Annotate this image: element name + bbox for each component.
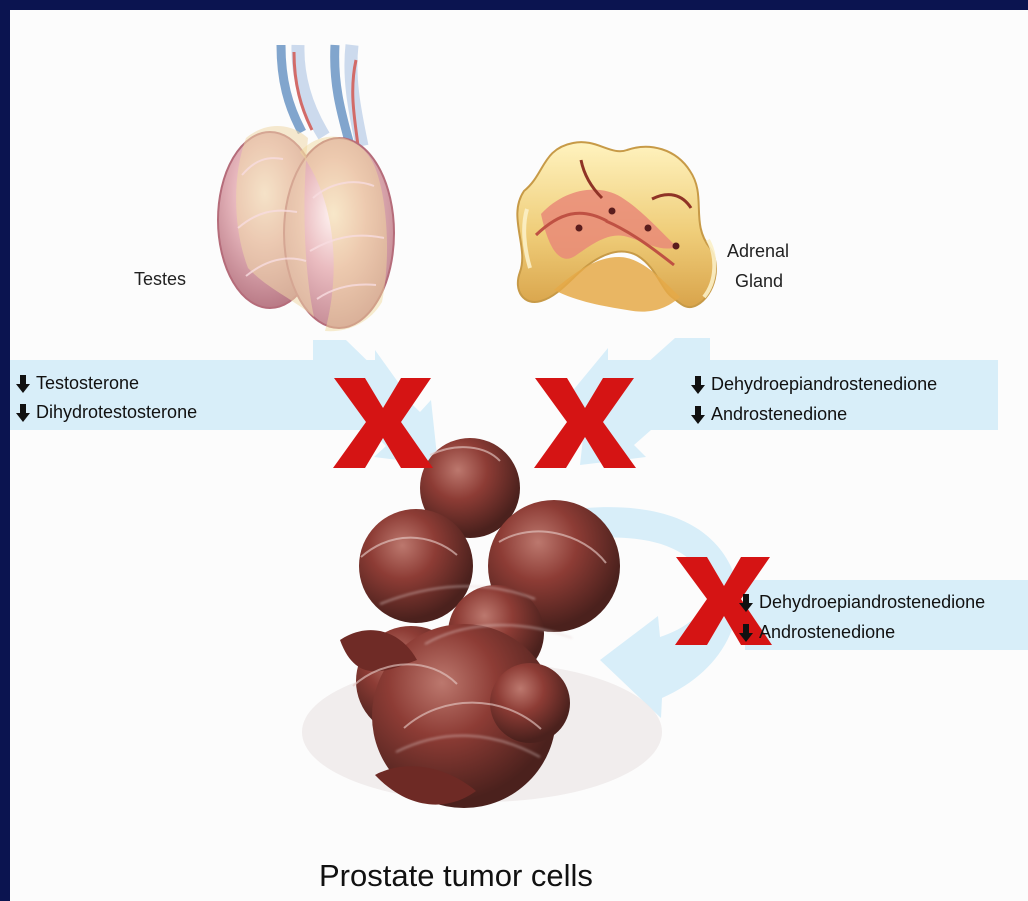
right-hormone-item-2: Androstenedione: [691, 404, 847, 425]
left-hormone-item-1: Testosterone: [16, 373, 139, 394]
adrenal-label-line-1: Adrenal: [727, 240, 789, 262]
diagram-panel: Testes Adrenal Gland Testosterone Dihydr…: [10, 10, 1028, 901]
left-hormone-item-2: Dihydrotestosterone: [16, 402, 197, 423]
testes-label: Testes: [134, 268, 186, 290]
lower-hormone-item-2: Androstenedione: [739, 622, 895, 643]
down-arrow-icon: [16, 404, 30, 422]
down-arrow-icon: [739, 594, 753, 612]
left-hormone-label-1: Testosterone: [36, 373, 139, 394]
down-arrow-icon: [691, 376, 705, 394]
hormone-pathway-diagram: [10, 10, 1028, 901]
down-arrow-icon: [16, 375, 30, 393]
right-hormone-label-1: Dehydroepiandrostenedione: [711, 374, 937, 395]
lower-hormone-label-2: Androstenedione: [759, 622, 895, 643]
adrenal-gland-image: [517, 142, 716, 312]
down-arrow-icon: [739, 624, 753, 642]
right-hormone-label-2: Androstenedione: [711, 404, 847, 425]
left-hormone-label-2: Dihydrotestosterone: [36, 402, 197, 423]
testes-image: [218, 45, 394, 331]
right-hormone-item-1: Dehydroepiandrostenedione: [691, 374, 937, 395]
down-arrow-icon: [691, 406, 705, 424]
lower-hormone-item-1: Dehydroepiandrostenedione: [739, 592, 985, 613]
prostate-tumor-cells-caption: Prostate tumor cells: [319, 858, 593, 894]
prostate-tumor-cells-image: [302, 438, 662, 808]
adrenal-label-line-2: Gland: [735, 270, 783, 292]
lower-hormone-label-1: Dehydroepiandrostenedione: [759, 592, 985, 613]
